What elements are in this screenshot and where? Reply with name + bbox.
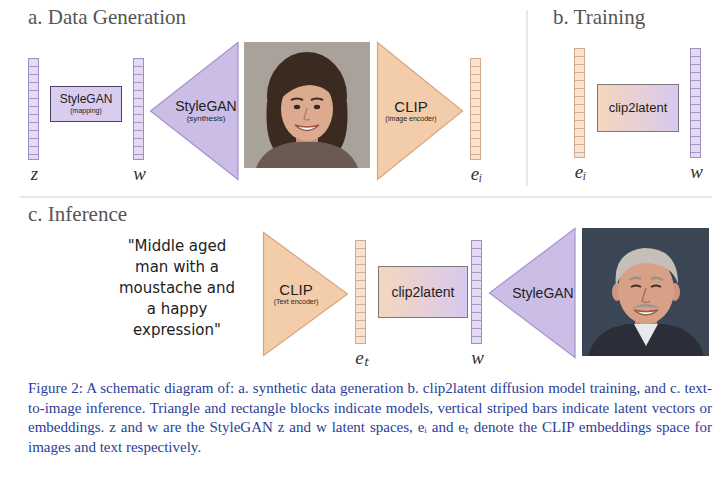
latent-label: w	[133, 164, 146, 183]
model-text: StyleGAN	[512, 285, 573, 301]
shirt	[634, 324, 658, 346]
text-prompt: "Middle aged man with a moustache and a …	[112, 236, 242, 341]
triangle-outline	[264, 233, 348, 356]
model-triangle: CLIP(Image encoder)	[377, 42, 463, 180]
latent-label: eₜ	[355, 348, 367, 367]
model-box: clip2latent	[597, 84, 679, 132]
latent-bar: eᵢ	[470, 58, 481, 160]
model-text: CLIP(Image encoder)	[385, 98, 436, 123]
triangle-outline	[378, 43, 463, 180]
model-text: CLIP(Text encoder)	[274, 281, 319, 306]
model-name: CLIP	[279, 281, 312, 298]
fringe	[280, 72, 336, 102]
triangle-outline	[490, 229, 576, 358]
eyebrow	[629, 278, 641, 280]
model-name: StyleGAN	[60, 93, 113, 107]
latent-label: w	[690, 162, 703, 181]
triangle-outline	[151, 43, 239, 180]
mouth	[634, 310, 658, 315]
eye	[631, 286, 641, 288]
eyebrow	[291, 99, 303, 101]
model-triangle: StyleGAN(synthesis)	[150, 42, 238, 180]
clothes	[256, 142, 358, 168]
panel-divider	[20, 197, 712, 198]
latent-label: eᵢ	[471, 164, 482, 183]
latent-bar: w	[690, 48, 701, 158]
model-name: StyleGAN	[512, 285, 573, 301]
model-name: StyleGAN	[175, 98, 236, 114]
face-photo	[582, 228, 709, 356]
latent-bar: w	[471, 240, 482, 344]
moustache	[632, 304, 660, 308]
eye	[314, 105, 320, 109]
nose	[304, 108, 310, 120]
model-name: clip2latent	[609, 101, 668, 116]
panel-heading: a. Data Generation	[28, 5, 186, 30]
eyebrow	[651, 278, 663, 280]
model-subtitle: (Image encoder)	[385, 116, 436, 124]
model-box: clip2latent	[378, 266, 468, 318]
latent-bar: w	[133, 58, 144, 160]
latent-label: w	[471, 348, 484, 367]
hair	[616, 248, 678, 286]
photo-background	[582, 228, 709, 356]
model-subtitle: (synthesis)	[187, 114, 226, 123]
panel-heading: c. Inference	[28, 202, 127, 227]
eyebrow	[311, 99, 323, 101]
model-box: StyleGAN(mapping)	[50, 86, 122, 122]
model-triangle: CLIP(Text encoder)	[263, 232, 348, 356]
latent-bar: eᵢ	[574, 48, 585, 158]
face-photo	[244, 42, 370, 168]
model-subtitle: (Text encoder)	[274, 299, 319, 307]
latent-label: eᵢ	[575, 162, 586, 181]
model-subtitle: (mapping)	[70, 107, 102, 115]
eye	[651, 286, 661, 288]
nose	[642, 288, 650, 303]
panel-divider	[527, 10, 528, 186]
photo-background	[244, 42, 370, 168]
latent-bar: z	[28, 58, 39, 160]
latent-label: z	[31, 164, 38, 183]
model-name: CLIP	[394, 98, 427, 115]
latent-bar: eₜ	[355, 240, 366, 344]
eye	[294, 105, 300, 109]
model-text: StyleGAN(synthesis)	[175, 98, 236, 123]
suit	[588, 324, 704, 356]
model-name: clip2latent	[391, 284, 454, 300]
mouth	[295, 125, 319, 131]
panel-heading: b. Training	[553, 5, 645, 30]
model-triangle: StyleGAN	[489, 228, 575, 358]
figure-caption: Figure 2: A schematic diagram of: a. syn…	[28, 379, 712, 457]
